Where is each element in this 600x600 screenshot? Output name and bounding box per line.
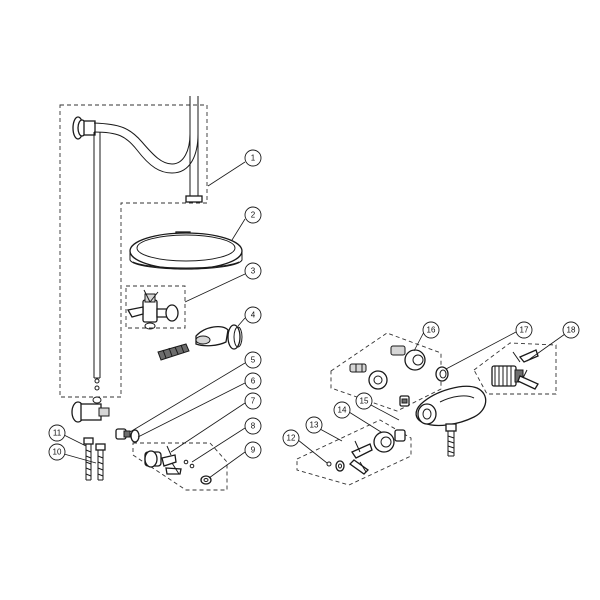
leader-lines [63, 161, 566, 479]
callout-5: 5 [244, 351, 262, 369]
svg-text:3: 3 [251, 267, 256, 276]
svg-text:14: 14 [338, 406, 347, 415]
svg-text:8: 8 [251, 422, 256, 431]
cartridge-group [349, 345, 426, 390]
svg-text:4: 4 [251, 311, 256, 320]
mounting-screw-10 [95, 443, 106, 481]
callout-15: 15 [355, 392, 373, 410]
callout-6: 6 [244, 372, 262, 390]
valve-handle-assembly [144, 445, 212, 485]
shower-arm [93, 96, 203, 203]
callout-18: 18 [562, 321, 580, 339]
cartridge-group-boundary [330, 332, 442, 412]
callout-9: 9 [244, 441, 262, 459]
hand-shower [195, 324, 243, 350]
svg-text:9: 9 [251, 446, 256, 455]
wall-elbow [71, 396, 110, 423]
diverter-valve [126, 289, 179, 330]
riser-assembly-boundary [59, 104, 208, 398]
thermostat-cartridge [491, 349, 539, 390]
callout-7: 7 [244, 392, 262, 410]
mounting-screw-11 [83, 437, 94, 481]
riser-pipe [93, 132, 101, 391]
callout-8: 8 [244, 417, 262, 435]
thermostat-boundary [473, 342, 557, 395]
bar-valve-body [415, 385, 487, 427]
arm-wall-flange [72, 116, 96, 140]
svg-text:1: 1 [251, 154, 256, 163]
control-handle-boundary [296, 419, 412, 486]
svg-text:18: 18 [567, 326, 576, 335]
svg-text:2: 2 [251, 211, 256, 220]
callout-3: 3 [244, 262, 262, 280]
callout-16: 16 [422, 321, 440, 339]
diverter-boundary [125, 285, 186, 329]
svg-text:15: 15 [360, 397, 369, 406]
hose-connector [157, 343, 190, 361]
fitting-washer [130, 429, 140, 443]
small-fitting [399, 395, 410, 407]
svg-text:11: 11 [53, 429, 62, 438]
svg-text:16: 16 [427, 326, 436, 335]
svg-text:12: 12 [287, 434, 296, 443]
callout-10: 10 [48, 443, 66, 461]
callout-13: 13 [305, 416, 323, 434]
callout-14: 14 [333, 401, 351, 419]
valve-assembly-boundary [132, 442, 228, 491]
callout-17: 17 [515, 321, 533, 339]
callout-12: 12 [282, 429, 300, 447]
fitting-nut [115, 428, 131, 440]
svg-text:6: 6 [251, 377, 256, 386]
svg-text:17: 17 [520, 326, 529, 335]
svg-text:7: 7 [251, 397, 256, 406]
callout-2: 2 [244, 206, 262, 224]
svg-text:5: 5 [251, 356, 256, 365]
callout-4: 4 [244, 306, 262, 324]
shower-head [129, 231, 243, 270]
svg-text:10: 10 [53, 448, 62, 457]
svg-text:13: 13 [310, 421, 319, 430]
callout-11: 11 [48, 424, 66, 442]
control-handle-assembly [326, 429, 406, 475]
collar-nut [435, 366, 449, 382]
callout-1: 1 [244, 149, 262, 167]
outlet-pipe [445, 423, 457, 457]
